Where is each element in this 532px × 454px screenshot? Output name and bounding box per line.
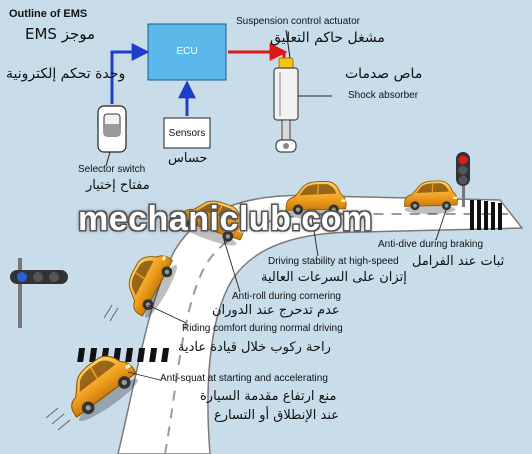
selector-switch-arabic-label: مفتاح إختيار — [86, 178, 150, 193]
anti-squat-arabic-label-2: عند الإنطلاق أو التسارع — [214, 408, 340, 423]
riding-comfort-label: Riding comfort during normal driving — [182, 323, 343, 334]
control-unit-arabic-label: وحدة تحكم إلكترونية — [6, 66, 126, 82]
sensors-arabic-label: حساس — [168, 151, 208, 166]
stability-label: Driving stability at high-speed — [268, 256, 399, 267]
ecu-label: ECU — [176, 46, 198, 57]
leader-lines — [127, 209, 447, 381]
ems-arabic-label: موجز EMS — [25, 25, 96, 43]
sensors-box — [163, 117, 211, 149]
anti-roll-label: Anti-roll during cornering — [232, 291, 341, 302]
diagram-title: Outline of EMS — [9, 8, 88, 20]
shock-absorber-icon — [273, 29, 332, 153]
selector-to-ecu-arrow — [110, 43, 150, 104]
anti-squat-arabic-label-1: منع ارتفاع مقدمة السيارة — [200, 389, 337, 404]
shock-absorber-label: Shock absorber — [348, 90, 419, 101]
motion-lines — [45, 304, 119, 431]
sensors-label: Sensors — [168, 128, 206, 139]
traffic-light-blue-icon — [10, 258, 68, 328]
selector-switch-icon — [97, 105, 127, 167]
crosswalk-right — [470, 200, 502, 230]
riding-comfort-arabic-label: راحة ركوب خلال قيادة عادية — [178, 340, 331, 355]
selector-switch-label: Selector switch — [78, 164, 146, 175]
anti-dive-label: Anti-dive during braking — [378, 239, 484, 250]
anti-dive-arabic-label: ثبات عند الفرامل — [412, 254, 505, 269]
traffic-light-red-icon — [456, 152, 470, 207]
suspension-actuator-arabic-label: مشغل حاكم التعليق — [270, 30, 385, 46]
shock-absorber-arabic-label: ماص صدمات — [345, 66, 423, 82]
watermark: mechaniclub.com — [78, 200, 373, 238]
road — [77, 194, 524, 454]
stability-arabic-label: إتزان على السرعات العالية — [261, 270, 407, 285]
suspension-actuator-label: Suspension control actuator — [236, 16, 360, 27]
car-braking-icon — [403, 180, 459, 215]
anti-roll-arabic-label: عدم تدحرج عند الدوران — [212, 303, 340, 318]
anti-squat-label: Anti-squat at starting and accelerating — [160, 373, 328, 384]
crosswalk-bottom — [77, 348, 170, 362]
